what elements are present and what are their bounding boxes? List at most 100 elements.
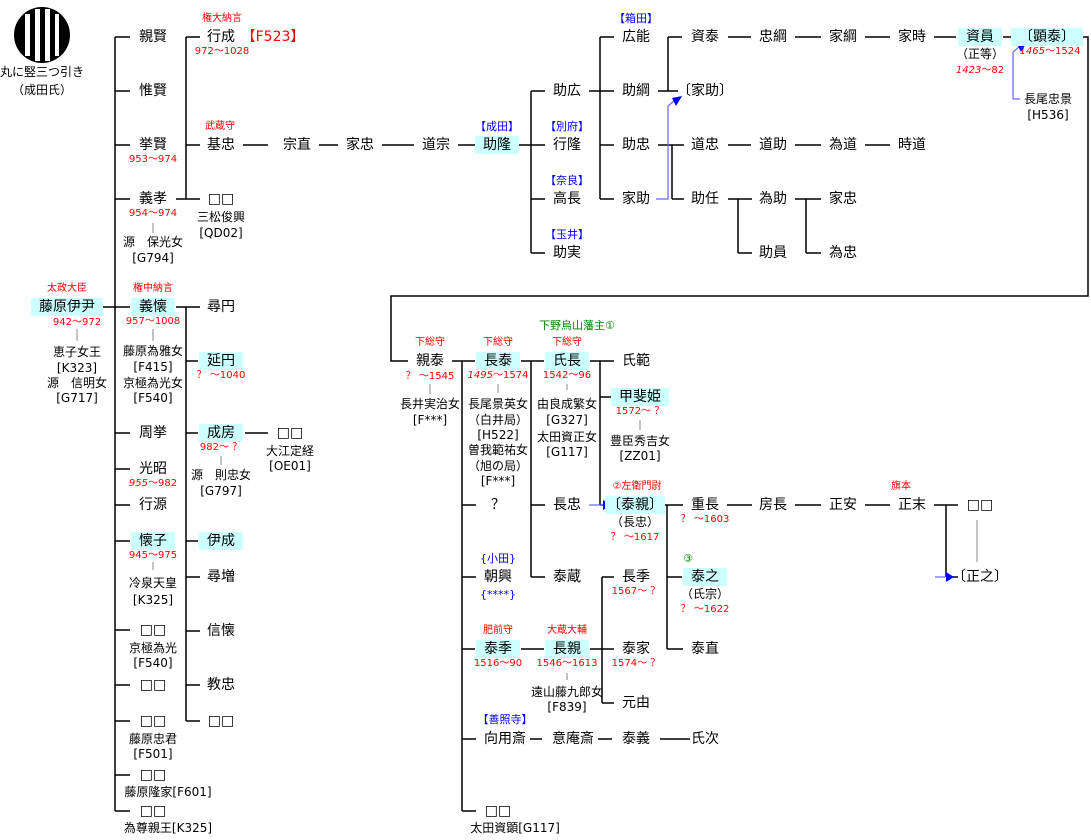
person[interactable]: 長親	[545, 640, 589, 658]
person[interactable]: 周挙	[139, 425, 167, 441]
person[interactable]: 資員	[958, 28, 1002, 46]
person[interactable]: 甲斐姫	[611, 388, 669, 406]
person[interactable]: 家時	[898, 29, 926, 45]
person[interactable]: 基忠	[207, 137, 235, 153]
spouse: 三松俊興	[196, 210, 246, 224]
person[interactable]: 助隆	[475, 136, 519, 154]
person-dates: 954〜974	[128, 208, 178, 219]
person[interactable]: 行成	[207, 29, 235, 45]
person[interactable]: 懐子	[131, 532, 175, 550]
person[interactable]: 行隆	[553, 137, 581, 153]
person[interactable]: □□	[484, 803, 512, 819]
person[interactable]: 為道	[829, 137, 857, 153]
person[interactable]: 資泰	[691, 29, 719, 45]
person[interactable]: 為助	[759, 191, 787, 207]
person[interactable]: 尋増	[207, 569, 235, 585]
person[interactable]: 泰義	[622, 731, 650, 747]
spouse-alias: （旭の局）	[467, 459, 529, 473]
person[interactable]: 宗直	[283, 137, 311, 153]
person[interactable]: ？	[491, 497, 505, 513]
spouse-id: [G794]	[132, 251, 174, 265]
person[interactable]: 光昭	[139, 461, 167, 477]
spouse-id: [H522]	[477, 428, 519, 442]
person[interactable]: 忠綱	[759, 29, 787, 45]
person[interactable]: 元由	[622, 695, 650, 711]
spouse: 遠山藤九郎女	[530, 685, 604, 699]
person[interactable]: 家綱	[829, 29, 857, 45]
person[interactable]: □□	[139, 677, 167, 693]
person[interactable]: 助広	[553, 83, 581, 99]
person[interactable]: 氏次	[691, 731, 719, 747]
person[interactable]: 広能	[622, 29, 650, 45]
person[interactable]: □□	[139, 622, 167, 638]
person-koretada[interactable]: 藤原伊尹	[31, 298, 103, 316]
person[interactable]: 挙賢	[139, 137, 167, 153]
person[interactable]: 意庵斎	[552, 731, 594, 747]
person[interactable]: 惟賢	[139, 83, 167, 99]
person[interactable]: 教忠	[207, 677, 235, 693]
person[interactable]: 助綱	[622, 83, 650, 99]
person[interactable]: □□	[207, 713, 235, 729]
person[interactable]: 向用斎	[484, 731, 526, 747]
person[interactable]: 行源	[139, 497, 167, 513]
person[interactable]: 朝興	[484, 569, 512, 585]
person[interactable]: 泰家	[622, 641, 650, 657]
dates-start: 1465	[1019, 46, 1045, 57]
person[interactable]: 成房	[199, 424, 243, 442]
person[interactable]: 義孝	[139, 191, 167, 207]
person[interactable]: 泰季	[476, 640, 520, 658]
person[interactable]: 道忠	[691, 137, 719, 153]
clan-name: （成田氏）	[11, 83, 73, 97]
person[interactable]: □□	[139, 713, 167, 729]
person[interactable]: 道宗	[422, 137, 450, 153]
person[interactable]: 信懐	[207, 623, 235, 639]
person[interactable]: 助忠	[622, 137, 650, 153]
person[interactable]: 〔泰親〕	[605, 496, 665, 514]
person[interactable]: 延円	[199, 352, 243, 370]
house-label: 【奈良】	[545, 174, 589, 187]
person[interactable]: □□	[966, 497, 994, 513]
person[interactable]: 泰之	[683, 568, 727, 586]
person[interactable]: 氏範	[622, 353, 650, 369]
dates-start: 1495	[467, 370, 493, 381]
person[interactable]: 親賢	[139, 29, 167, 45]
person[interactable]: 時道	[898, 137, 926, 153]
person[interactable]: 正末	[898, 497, 926, 513]
person[interactable]: 正安	[829, 497, 857, 513]
person[interactable]: 氏長	[545, 352, 589, 370]
person[interactable]: □□	[207, 191, 235, 207]
spouse: 藤原隆家[F601]	[124, 785, 212, 799]
person[interactable]: 高長	[553, 191, 581, 207]
person[interactable]: □□	[139, 803, 167, 819]
person[interactable]: 為忠	[829, 245, 857, 261]
person[interactable]: □□	[276, 425, 304, 441]
person[interactable]: 泰蔵	[553, 569, 581, 585]
person[interactable]: 伊成	[199, 532, 243, 550]
person[interactable]: 助実	[553, 245, 581, 261]
person[interactable]: □□	[139, 767, 167, 783]
dates-start: 955	[128, 478, 148, 489]
person-alias: （長忠）	[610, 515, 660, 529]
person[interactable]: 義懐	[131, 298, 175, 316]
person[interactable]: 家助	[622, 191, 650, 207]
person[interactable]: 家忠	[346, 137, 374, 153]
person[interactable]: 助員	[759, 245, 787, 261]
person[interactable]: 泰直	[691, 641, 719, 657]
person-dates: ？ 〜1040	[196, 370, 246, 381]
person[interactable]: 〔正之〕	[952, 569, 1008, 585]
person-dates: 1542〜96	[542, 370, 592, 381]
person[interactable]: 重長	[691, 497, 719, 513]
person[interactable]: 家忠	[829, 191, 857, 207]
person[interactable]: 長泰	[476, 352, 520, 370]
person-ref[interactable]: 【F523】	[241, 29, 305, 45]
person[interactable]: 道助	[759, 137, 787, 153]
person[interactable]: 長季	[622, 569, 650, 585]
person-title: ②左衛門尉	[612, 481, 662, 492]
person[interactable]: 〔家助〕	[677, 83, 733, 99]
person[interactable]: 助任	[691, 191, 719, 207]
person[interactable]: 親泰	[416, 353, 444, 369]
person[interactable]: 長忠	[553, 497, 581, 513]
person[interactable]: 〔顕泰〕	[1011, 28, 1083, 46]
person[interactable]: 尋円	[207, 299, 235, 315]
person[interactable]: 房長	[759, 497, 787, 513]
